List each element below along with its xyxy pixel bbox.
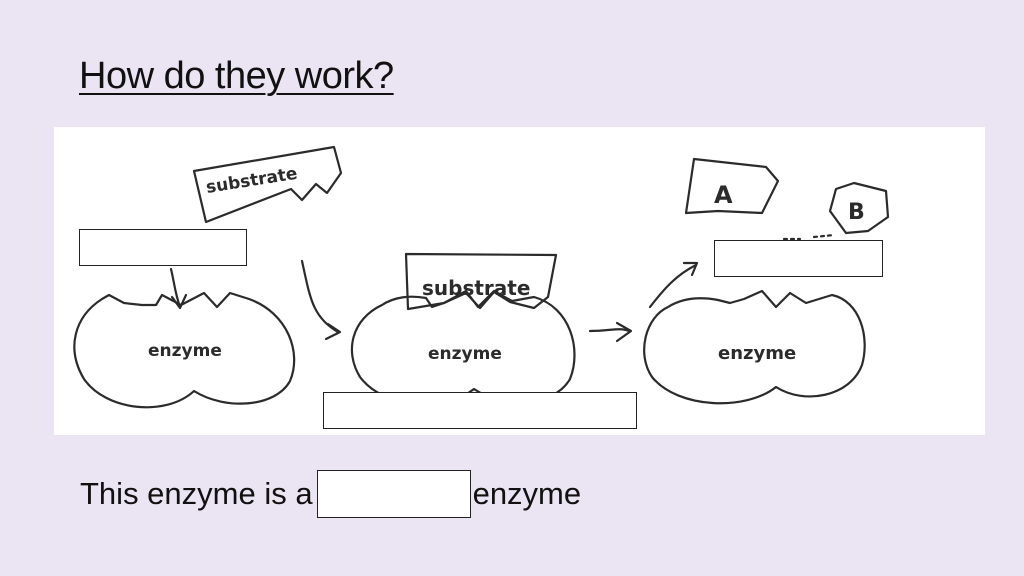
product-b-label: B — [848, 200, 865, 225]
slide-title: How do they work? — [79, 55, 394, 97]
arrow-down — [169, 267, 182, 309]
arrow-to-stage-2 — [300, 259, 340, 334]
answer-box-products[interactable] — [714, 240, 883, 277]
product-a-shape — [684, 157, 780, 215]
substrate-shape-1 — [192, 145, 343, 224]
product-b-shape — [828, 181, 890, 235]
enzyme-shape-3 — [643, 289, 866, 405]
sentence-blank-box[interactable] — [316, 470, 471, 518]
sentence-suffix: enzyme — [472, 476, 582, 511]
enzyme-label-3: enzyme — [718, 343, 796, 364]
arrow-release — [648, 263, 698, 309]
enzyme-shape-1 — [73, 291, 296, 409]
answer-box-complex[interactable] — [323, 392, 637, 429]
product-a-label: A — [714, 181, 733, 209]
enzyme-label-1: enzyme — [148, 341, 222, 361]
fill-in-sentence: This enzyme is a enzyme — [80, 470, 581, 518]
sentence-prefix: This enzyme is a — [80, 476, 313, 511]
substrate-label-2: substrate — [422, 276, 530, 300]
enzyme-label-2: enzyme — [428, 344, 502, 364]
answer-box-substrate[interactable] — [79, 229, 247, 266]
substrate-shape-2 — [404, 252, 558, 311]
diagram-drawing: substrate enzyme substrate enzyme A B en… — [73, 145, 890, 409]
arrow-to-stage-3 — [588, 328, 631, 333]
enzyme-diagram: substrate enzyme substrate enzyme A B en… — [54, 127, 985, 435]
substrate-label-1: substrate — [205, 164, 299, 198]
